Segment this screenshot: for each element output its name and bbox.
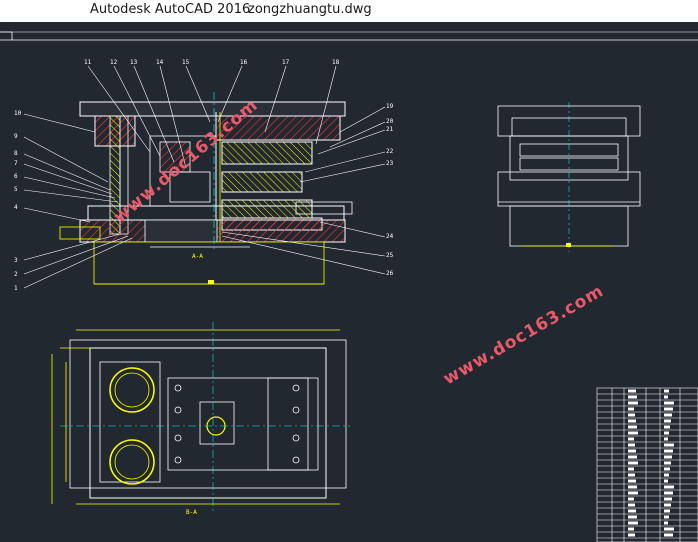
part-label: 25 — [386, 252, 394, 259]
part-label: 3 — [14, 257, 18, 264]
part-label: 15 — [182, 59, 190, 66]
part-label: 18 — [332, 59, 340, 66]
part-label: 17 — [282, 59, 290, 66]
app-title: Autodesk AutoCAD 2016 — [90, 2, 251, 17]
part-label: 23 — [386, 160, 394, 167]
part-label: 9 — [14, 133, 18, 140]
svg-text:B-A: B-A — [186, 509, 197, 516]
part-label: 7 — [14, 160, 18, 167]
file-title: zongzhuangtu.dwg — [248, 2, 372, 17]
part-label: 14 — [156, 59, 164, 66]
part-label: 13 — [130, 59, 138, 66]
part-label: 24 — [386, 233, 394, 240]
part-number-labels: 10 9 8 7 6 5 4 3 2 1 11 12 13 14 15 16 1… — [14, 59, 394, 292]
part-label: 21 — [386, 126, 394, 133]
sheet-border — [0, 31, 698, 41]
part-label: 4 — [14, 204, 18, 211]
drawing-canvas[interactable]: A-A — [0, 22, 698, 542]
part-label: 10 — [14, 110, 22, 117]
part-label: 6 — [14, 173, 18, 180]
part-label: 20 — [386, 118, 394, 125]
part-label: 19 — [386, 103, 394, 110]
part-label: 5 — [14, 186, 18, 193]
title-bar: Autodesk AutoCAD 2016 zongzhuangtu.dwg — [0, 0, 698, 22]
part-label: 1 — [14, 285, 18, 292]
cad-drawing: A-A — [0, 31, 698, 542]
svg-text:A-A: A-A — [192, 253, 203, 260]
part-label: 16 — [240, 59, 248, 66]
part-label: 12 — [110, 59, 118, 66]
top-view: B-A — [51, 322, 350, 516]
title-block — [596, 387, 698, 542]
side-view — [497, 102, 641, 252]
part-label: 8 — [14, 150, 18, 157]
part-label: 11 — [84, 59, 92, 66]
part-label: 2 — [14, 271, 18, 278]
part-label: 22 — [386, 148, 394, 155]
part-label: 26 — [386, 270, 394, 277]
front-section-view: A-A — [23, 65, 386, 289]
